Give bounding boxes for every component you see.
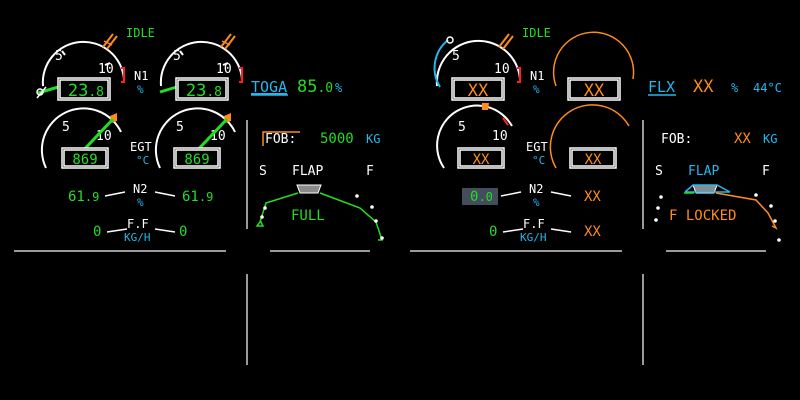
n2-unit: % <box>533 196 540 209</box>
idle-indicator: IDLE <box>522 26 551 40</box>
fob-value: 5000 <box>320 131 354 147</box>
n1-scale-10-label: 10 <box>216 62 232 77</box>
flap-status: FULL <box>291 208 325 224</box>
n2-unit: % <box>137 196 144 209</box>
n2-label: N2 <box>133 182 147 196</box>
flex-temperature: 44°C <box>753 81 782 95</box>
egt-eng1-value: 869 <box>72 152 97 168</box>
flap-label: FLAP <box>292 164 323 179</box>
n1-scale-5-label: 5 <box>173 49 181 64</box>
flap-full-label: F <box>762 164 770 179</box>
slat-indicator <box>255 192 299 227</box>
flap-target-indicator <box>684 184 731 193</box>
left-upper-ecam: IDLE 5 10 23.8 <box>14 26 384 365</box>
fob-label: FOB: <box>661 132 692 147</box>
flap-indicator <box>319 192 384 241</box>
n2-eng1-box <box>462 188 498 205</box>
n2-label: N2 <box>529 182 543 196</box>
ff-unit: KG/H <box>124 231 151 244</box>
n2-eng1-value: 61.9 <box>68 189 99 205</box>
n1-scale-10-label: 10 <box>494 62 510 77</box>
egt-gauge-eng2: 5 10 869 <box>154 107 236 169</box>
egt-gauge-eng2: XX <box>549 104 630 169</box>
n1-max-thrust-marker-icon <box>498 33 514 50</box>
idle-indicator: IDLE <box>126 26 155 40</box>
right-upper-ecam: IDLE 5 10 XX XX N1 % <box>410 26 782 365</box>
n1-max-thrust-marker-icon <box>102 33 118 50</box>
thrust-limit-value: 85.0 <box>297 77 333 97</box>
flap-label: FLAP <box>688 164 719 179</box>
fob-bracket-icon <box>262 131 300 146</box>
n1-idle-marker-icon <box>36 86 47 99</box>
n1-unit: % <box>533 83 540 96</box>
egt-label: EGT <box>526 140 548 154</box>
egt-label: EGT <box>130 140 152 154</box>
egt-gauge-eng1: 5 10 XX <box>436 103 513 169</box>
fob-unit: KG <box>763 132 777 146</box>
ff-unit: KG/H <box>520 231 547 244</box>
n1-label: N1 <box>134 69 148 83</box>
egt-eng2-value: 869 <box>184 152 209 168</box>
thrust-limit-value: XX <box>693 77 714 97</box>
n1-redline-icon <box>239 67 243 83</box>
n1-gauge-eng2: 5 10 23.8 <box>159 33 243 101</box>
egt-max-marker-icon <box>482 103 489 110</box>
n2-eng2-value: XX <box>584 189 601 205</box>
egt-redline-icon <box>502 117 509 126</box>
n1-label: N1 <box>530 69 544 83</box>
flap-full-label: F <box>366 164 374 179</box>
ff-label: F.F <box>523 217 545 231</box>
egt-eng1-value: XX <box>473 152 490 168</box>
fob-label: FOB: <box>265 132 296 147</box>
thrust-limit-unit: % <box>731 81 739 95</box>
ff-eng2-value: XX <box>584 224 601 240</box>
n1-reverse-arc <box>433 39 449 88</box>
n1-scale-5-label: 5 <box>452 49 460 64</box>
n1-eng1-value: XX <box>468 81 489 101</box>
n1-gauge-eng1: 5 10 XX <box>433 33 521 101</box>
thrust-limit-unit: % <box>335 81 343 95</box>
ff-eng2-value: 0 <box>179 224 187 240</box>
n2-eng1-value: 0.0 <box>470 189 493 205</box>
fob-value: XX <box>734 131 751 147</box>
n1-idle-marker-icon <box>446 36 454 44</box>
n1-eng2-value: 23.8 <box>186 81 222 101</box>
thrust-limit-mode: FLX <box>648 78 675 96</box>
n1-scale-5-label: 5 <box>55 49 63 64</box>
n1-gauge-eng2: XX <box>552 31 635 101</box>
n1-eng2-value: XX <box>584 81 605 101</box>
egt-unit: °C <box>532 154 545 167</box>
ff-eng1-value: 0 <box>489 224 497 240</box>
egt-gauge-eng1: 5 10 869 <box>40 107 122 169</box>
egt-scale-5-label: 5 <box>176 120 184 135</box>
n1-eng1-value: 23.8 <box>68 81 104 101</box>
flap-indicator <box>715 192 778 230</box>
egt-unit: °C <box>136 154 149 167</box>
egt-eng2-value: XX <box>585 152 602 168</box>
thrust-limit-mode: TOGA <box>251 78 287 96</box>
flap-status: F LOCKED <box>669 208 736 224</box>
n1-redline-icon <box>517 67 521 83</box>
egt-scale-5-label: 5 <box>62 120 70 135</box>
n1-gauge-eng1: 5 10 23.8 <box>36 33 125 101</box>
n1-unit: % <box>137 83 144 96</box>
n1-max-thrust-marker-icon <box>220 33 236 50</box>
egt-scale-5-label: 5 <box>458 120 466 135</box>
slat-label: S <box>655 164 663 179</box>
ff-label: F.F <box>127 217 149 231</box>
n1-scale-10-label: 10 <box>98 62 114 77</box>
wing-icon <box>296 184 322 194</box>
n1-redline-icon <box>121 67 125 83</box>
fob-unit: KG <box>366 132 380 146</box>
n2-eng2-value: 61.9 <box>182 189 213 205</box>
egt-scale-10-label: 10 <box>492 129 508 144</box>
slat-label: S <box>259 164 267 179</box>
ff-eng1-value: 0 <box>93 224 101 240</box>
